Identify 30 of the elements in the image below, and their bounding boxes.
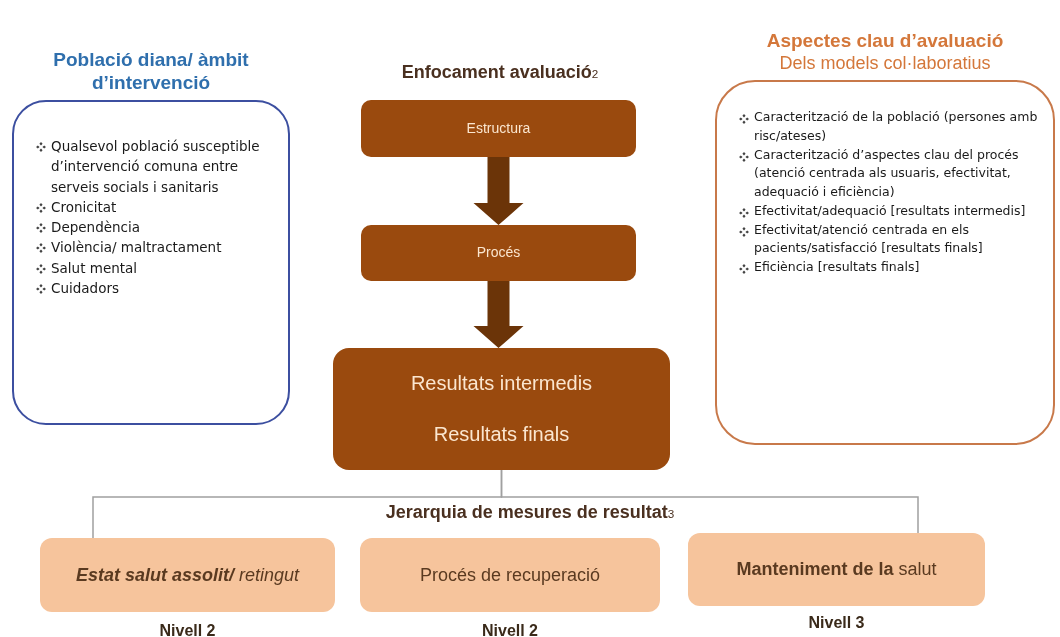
bullet-text: Eficiència [resultats finals] xyxy=(754,258,920,276)
bullet-text: Qualsevol població susceptible d’intervenció comuna entre serveis socials i sanitaris xyxy=(51,137,261,197)
box-text: Resultats intermedis xyxy=(410,371,593,396)
panel-heading: Aspectes clau d’avaluació xyxy=(766,30,1004,53)
block-arrow xyxy=(473,281,524,348)
block-arrow xyxy=(473,157,524,225)
bracket-line xyxy=(500,469,919,534)
result-box xyxy=(333,348,670,470)
box-text: Estat salut assolit/ retingut xyxy=(75,563,300,587)
bullet-text: Cronicitat xyxy=(51,197,117,217)
bullet-text: Salut mental xyxy=(51,258,138,278)
level-label: Nivell 3 xyxy=(807,614,866,632)
bullet-text: Efectivitat/adequació [resultats intermedis] xyxy=(754,201,1026,220)
bullet-text: Dependència xyxy=(51,218,140,237)
box-text: Procés de recuperació xyxy=(419,563,601,587)
process-box xyxy=(361,225,636,281)
panel-heading: Població diana/ àmbit d’intervenció xyxy=(52,49,250,94)
level-label: Nivell 2 xyxy=(158,622,217,637)
box-text: Resultats finals xyxy=(433,422,570,447)
box-text: Estructura xyxy=(466,119,531,138)
box-text: Manteniment de la salut xyxy=(736,558,937,581)
process-box xyxy=(361,100,636,157)
bullet-text: Violència/ maltractament xyxy=(51,238,222,258)
bullet-text: Efectivitat/atenció centrada en els pacients/satisfacció [resultats finals] xyxy=(754,220,984,258)
panel-heading: Dels models col·laboratius xyxy=(779,52,991,74)
bullet-text: Cuidadors xyxy=(51,278,119,298)
box-text: Procés xyxy=(476,244,521,262)
level-label: Nivell 2 xyxy=(481,622,539,637)
bullet-text: Caracterització de la població (persones amb risc/ateses) xyxy=(754,108,1039,145)
bullet-text: Caracterització d’aspectes clau del procés (atenció centrada als usuaris, efectivitat, adequació i eficiència) xyxy=(754,145,1020,201)
